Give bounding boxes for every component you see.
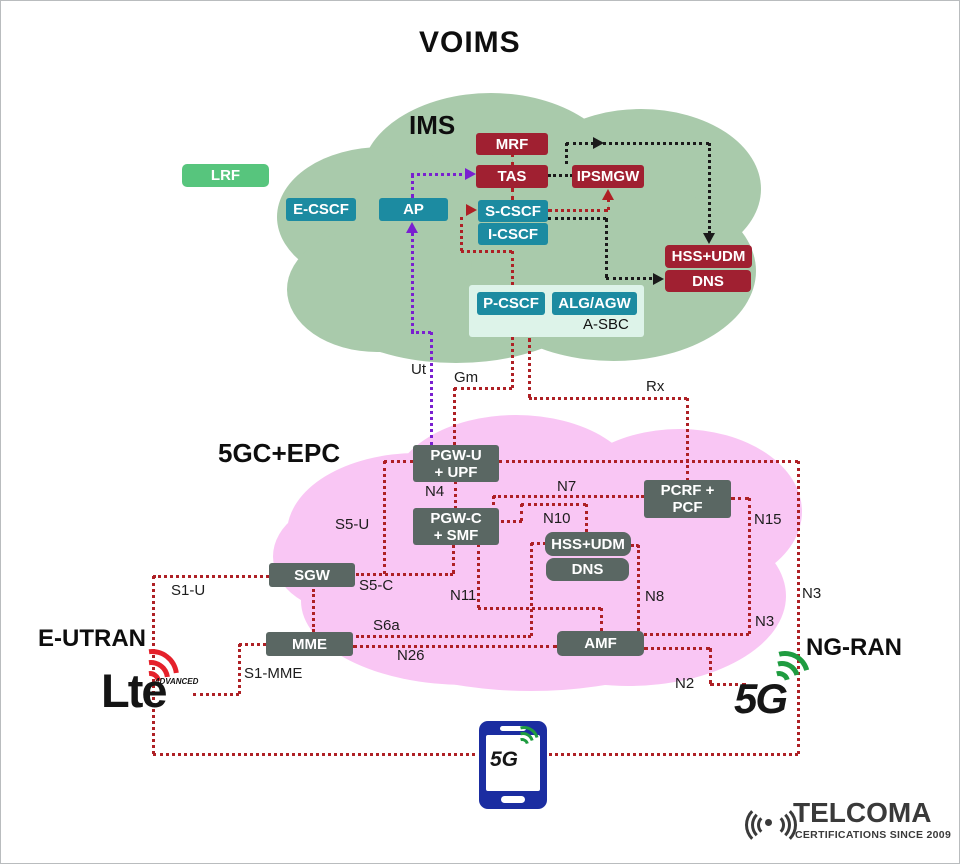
phone-speaker — [500, 726, 526, 731]
node-alg-agw: ALG/AGW — [552, 292, 637, 315]
ue-phone: 5G — [479, 720, 547, 809]
node-ims-hss-udm: HSS+UDM — [665, 245, 752, 268]
iface-s1mme: S1-MME — [244, 665, 303, 682]
iface-s6a: S6a — [373, 617, 400, 634]
pgwu-line1: PGW-U — [430, 446, 482, 464]
node-epc-dns: DNS — [546, 558, 629, 581]
pcrf-line1: PCRF + — [660, 482, 715, 499]
iface-rx: Rx — [646, 378, 665, 395]
pgwu-line2: + UPF — [434, 463, 478, 481]
node-epc-hss-udm: HSS+UDM — [545, 532, 631, 556]
node-pcrf-pcf: PCRF + PCF — [644, 480, 731, 518]
iface-s5c: S5-C — [359, 577, 394, 594]
lte-advanced-label: 4DVANCED — [155, 677, 199, 686]
iface-s5u: S5-U — [335, 516, 370, 533]
iface-n26: N26 — [397, 647, 425, 664]
node-lrf: LRF — [182, 164, 269, 187]
iface-n3-inner: N3 — [755, 613, 775, 630]
phone-screen — [486, 735, 540, 791]
arrow-into-hss-udm — [703, 233, 715, 244]
node-icscf: I-CSCF — [478, 223, 548, 245]
iface-n11: N11 — [450, 587, 477, 604]
arrow-ap-into-tas — [465, 168, 476, 180]
lte-logo: Lte 4DVANCED — [99, 638, 234, 731]
node-pgwc-smf: PGW-C + SMF — [413, 508, 499, 545]
arrow-into-dns — [653, 273, 664, 285]
node-amf: AMF — [557, 631, 644, 656]
pcrf-line2: PCF — [672, 499, 703, 516]
iface-n10: N10 — [543, 510, 571, 527]
phone-5g-label: 5G — [490, 748, 519, 771]
node-sgw: SGW — [269, 563, 355, 587]
iface-n8: N8 — [645, 588, 665, 605]
iface-n4: N4 — [425, 483, 445, 500]
iface-n2: N2 — [675, 675, 695, 692]
lte-wordmark: Lte — [101, 664, 167, 717]
node-ipsmgw: IPSMGW — [572, 165, 644, 188]
fiveg-wordmark: 5G — [734, 675, 788, 722]
node-tas: TAS — [476, 165, 548, 188]
node-ap: AP — [379, 198, 448, 221]
ngran-label: NG-RAN — [806, 634, 902, 661]
telcoma-tagline: CERTIFICATIONS SINCE 2009 — [795, 829, 952, 841]
telcoma-wordmark: TELCOMA — [793, 797, 932, 828]
node-ims-dns: DNS — [665, 270, 751, 292]
iface-s1u: S1-U — [171, 582, 206, 599]
phone-home-button — [501, 796, 525, 803]
node-ecscf: E-CSCF — [286, 198, 356, 221]
eutran-label: E-UTRAN — [38, 625, 146, 652]
pgwc-line2: + SMF — [433, 526, 479, 544]
iface-gm: Gm — [454, 369, 479, 386]
iface-ut: Ut — [411, 361, 426, 378]
node-mrf: MRF — [476, 133, 548, 155]
iface-n7: N7 — [557, 478, 577, 495]
node-pcscf: P-CSCF — [477, 292, 545, 315]
node-scscf: S-CSCF — [478, 200, 548, 222]
arrow-mid-top-path — [593, 137, 604, 149]
iface-n3-outer: N3 — [802, 585, 822, 602]
epc-region-label: 5GC+EPC — [218, 438, 341, 468]
node-mme: MME — [266, 632, 353, 656]
ims-region-label: IMS — [409, 110, 456, 140]
telcoma-signal-icon — [745, 803, 797, 846]
arrow-into-ipsmgw — [602, 189, 614, 200]
telcoma-logo: TELCOMA CERTIFICATIONS SINCE 2009 — [745, 797, 953, 849]
fiveg-logo: 5G — [734, 641, 820, 724]
arrow-into-scscf — [466, 204, 477, 216]
arrow-ut-into-ap — [406, 222, 418, 233]
node-pgwu-upf: PGW-U + UPF — [413, 445, 499, 482]
iface-n15: N15 — [754, 511, 782, 528]
pgwc-line1: PGW-C — [430, 509, 482, 527]
page-title: VOIMS — [419, 26, 521, 59]
asbc-label: A-SBC — [583, 316, 629, 333]
